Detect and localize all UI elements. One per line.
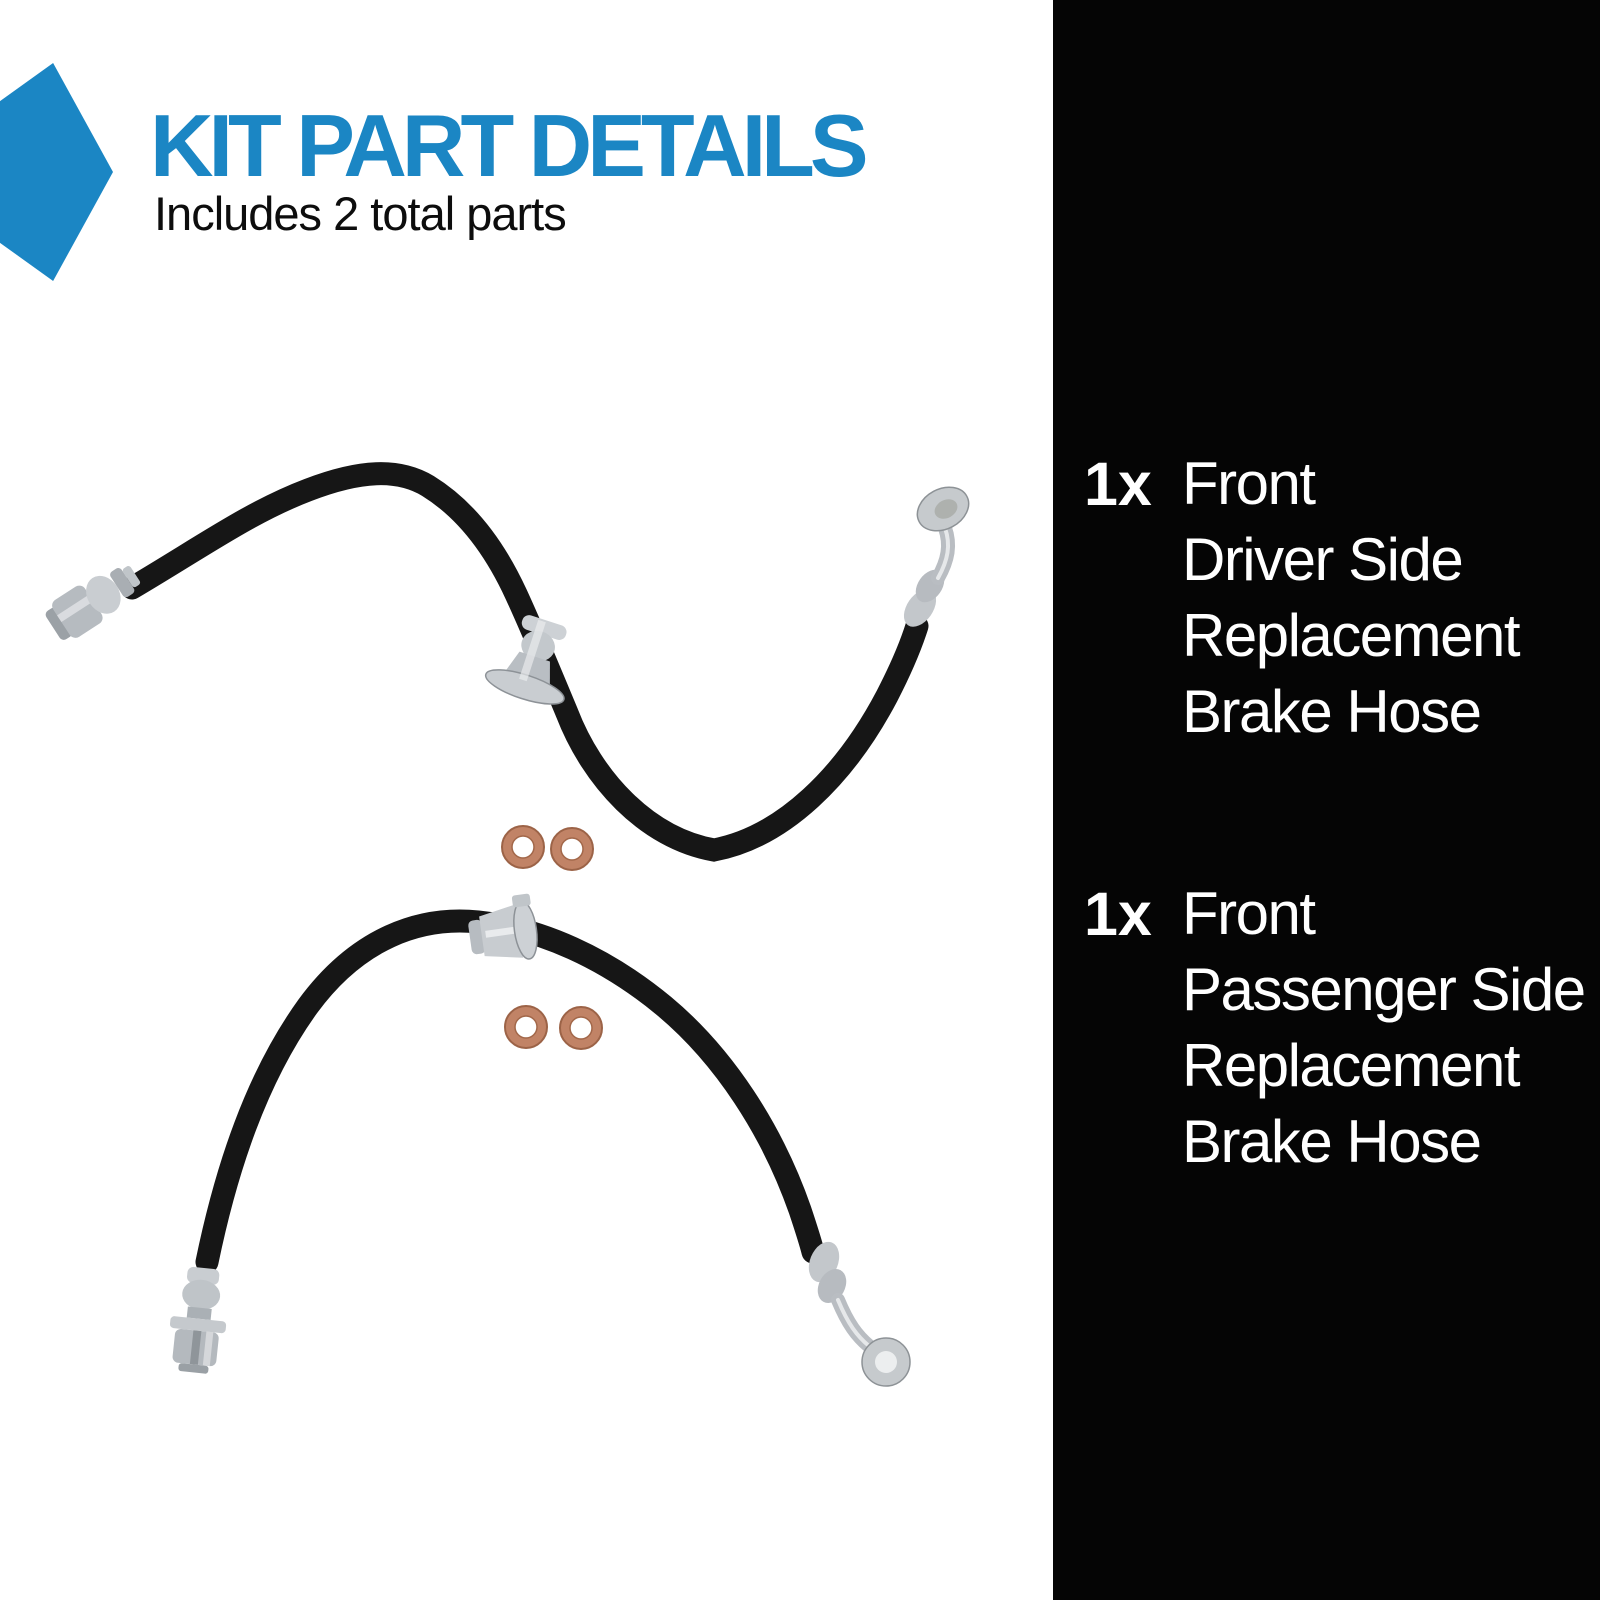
quantity-label: 1x <box>1084 450 1152 518</box>
part-name: Front Driver Side Replacement Brake Hose <box>1182 446 1521 750</box>
part-name: Front Passenger Side Replacement Brake H… <box>1182 876 1586 1180</box>
part-item-passenger: 1x Front Passenger Side Replacement Brak… <box>1084 876 1586 1180</box>
copper-washers-passenger-icon <box>504 1005 603 1050</box>
front-driver-brake-hose-photo <box>45 462 970 862</box>
part-name-line: Brake Hose <box>1182 1108 1482 1175</box>
banjo-fitting-icon <box>808 1241 911 1387</box>
front-passenger-brake-hose-photo <box>169 893 911 1387</box>
part-name-line: Replacement <box>1182 1032 1521 1099</box>
page-subtitle: Includes 2 total parts <box>154 187 567 240</box>
part-name-line: Front <box>1182 880 1316 947</box>
quantity-label: 1x <box>1084 880 1152 948</box>
mounting-bracket-icon <box>484 615 567 705</box>
part-item-driver: 1x Front Driver Side Replacement Brake H… <box>1084 446 1521 750</box>
part-name-line: Replacement <box>1182 602 1521 669</box>
part-name-line: Front <box>1182 450 1316 517</box>
part-name-line: Brake Hose <box>1182 678 1482 745</box>
parts-panel: 1x Front Driver Side Replacement Brake H… <box>1053 0 1600 1600</box>
copper-washers-driver-icon <box>501 825 594 871</box>
part-name-line: Driver Side <box>1182 526 1464 593</box>
banjo-fitting-icon <box>903 486 970 627</box>
hose-end-fitting-icon <box>45 566 141 640</box>
hose-end-fitting-icon <box>169 1266 227 1374</box>
part-name-line: Passenger Side <box>1182 956 1586 1023</box>
mounting-bracket-icon <box>468 893 538 960</box>
page-title: KIT PART DETAILS <box>150 96 869 195</box>
